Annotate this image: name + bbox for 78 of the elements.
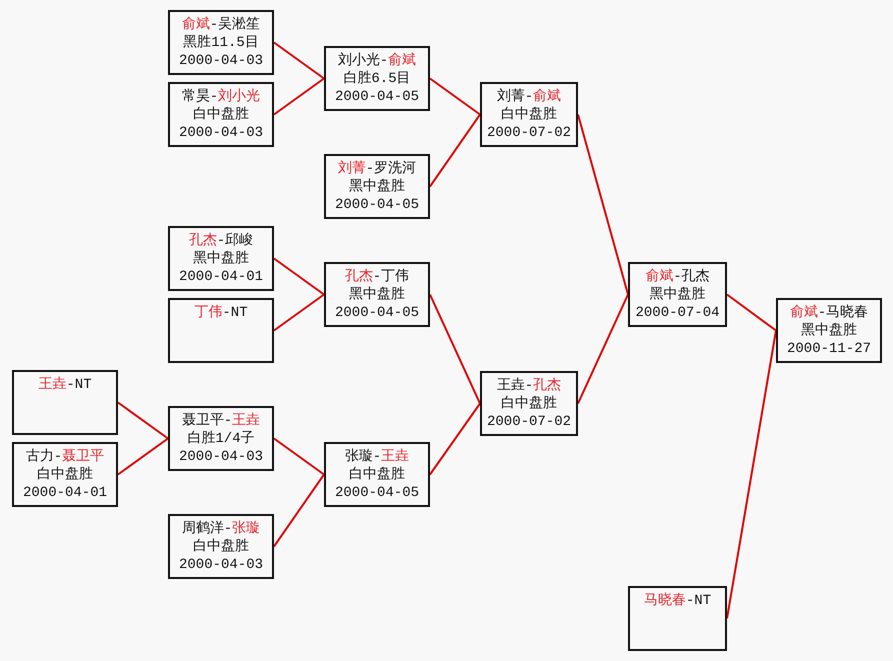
game-date: 2000-07-02 — [486, 124, 571, 142]
match-box — [168, 82, 274, 147]
game-date: 2000-04-05 — [334, 484, 419, 502]
game-result: 黑中盘胜 — [193, 250, 249, 268]
match-box — [324, 46, 430, 111]
player-names: 马晓春-NT — [644, 592, 712, 610]
game-date: 2000-04-03 — [178, 52, 263, 70]
match-box — [168, 226, 274, 291]
player-names: 俞斌-马晓春 — [790, 304, 868, 322]
game-date: 2000-04-01 — [178, 268, 263, 286]
player-names: 孔杰-丁伟 — [344, 268, 410, 286]
match-box — [12, 370, 118, 435]
match-box — [168, 298, 274, 363]
player-names: 刘菁-罗洗河 — [338, 160, 416, 178]
match-box — [168, 514, 274, 579]
bracket-line — [429, 402, 481, 476]
player-names: 常昊-刘小光 — [182, 88, 260, 106]
bracket-line — [273, 294, 325, 332]
bracket-line — [273, 78, 325, 116]
bracket-line — [429, 114, 481, 188]
match-box — [168, 406, 274, 471]
bracket-line — [273, 258, 325, 296]
game-date: 2000-04-05 — [334, 88, 419, 106]
game-result: 白胜6.5目 — [343, 70, 411, 88]
game-date: 2000-04-01 — [22, 484, 107, 502]
bracket-line — [429, 78, 481, 116]
bracket-line — [273, 474, 325, 548]
player-names: 丁伟-NT — [194, 304, 248, 322]
game-date: 2000-07-04 — [635, 304, 720, 322]
match-box — [480, 371, 578, 436]
game-date: 2000-04-03 — [178, 448, 263, 466]
bracket-line — [117, 438, 169, 476]
game-date: 2000-11-27 — [786, 340, 871, 358]
game-date: 2000-04-05 — [334, 196, 419, 214]
game-result: 白中盘胜 — [37, 466, 93, 484]
game-result: 白中盘胜 — [501, 395, 557, 413]
player-names: 孔杰-邱峻 — [188, 232, 254, 250]
player-names: 周鹤洋-张璇 — [182, 520, 260, 538]
game-result: 白中盘胜 — [501, 106, 557, 124]
player-names: 王垚-NT — [38, 376, 92, 394]
game-date: 2000-04-03 — [178, 556, 263, 574]
bracket-line — [726, 294, 777, 332]
bracket-line — [577, 294, 629, 404]
game-result: 黑中盘胜 — [349, 178, 405, 196]
player-names: 张璇-王垚 — [344, 448, 410, 466]
match-box — [776, 298, 882, 363]
match-box — [480, 82, 578, 147]
bracket-line — [117, 402, 169, 440]
game-result: 白胜1/4子 — [187, 430, 255, 448]
game-result: 白中盘胜 — [193, 106, 249, 124]
bracket-line — [273, 42, 325, 80]
player-names: 聂卫平-王垚 — [182, 412, 260, 430]
match-box — [168, 10, 274, 75]
game-date: 2000-07-02 — [486, 413, 571, 431]
match-box — [324, 262, 430, 327]
game-result: 黑中盘胜 — [801, 322, 857, 340]
game-result: 黑中盘胜 — [650, 286, 706, 304]
game-date: 2000-04-05 — [334, 304, 419, 322]
player-names: 王垚-孔杰 — [496, 377, 562, 395]
player-names: 刘小光-俞斌 — [338, 52, 416, 70]
player-names: 俞斌-吴淞笙 — [182, 16, 260, 34]
match-box — [628, 586, 727, 651]
game-result: 白中盘胜 — [193, 538, 249, 556]
player-names: 俞斌-孔杰 — [645, 268, 710, 286]
game-date: 2000-04-03 — [178, 124, 263, 142]
match-box — [324, 442, 430, 507]
match-box — [628, 262, 727, 327]
game-result: 黑胜11.5目 — [183, 34, 259, 52]
game-result: 黑中盘胜 — [349, 286, 405, 304]
match-box — [324, 154, 430, 219]
bracket-line — [273, 438, 325, 476]
bracket-line — [429, 294, 481, 404]
player-names: 刘菁-俞斌 — [496, 88, 562, 106]
bracket-line — [577, 114, 629, 295]
game-result: 白中盘胜 — [349, 466, 405, 484]
player-names: 古力-聂卫平 — [26, 448, 104, 466]
match-box — [12, 442, 118, 507]
bracket-line — [726, 330, 777, 619]
